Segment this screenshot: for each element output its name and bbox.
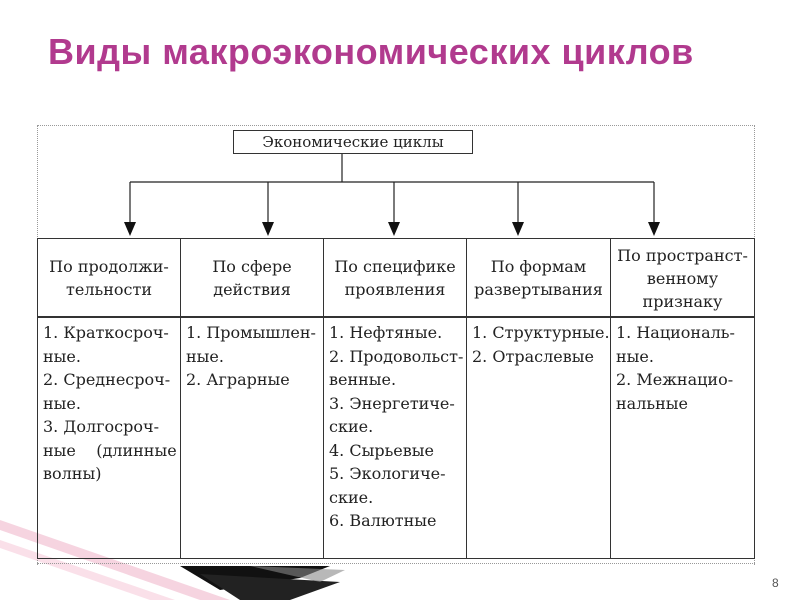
category-header-row: По продолжи- тельности По сфере действия… [37, 238, 755, 317]
frame-line [37, 563, 755, 564]
list-item: ные. [186, 346, 224, 366]
list-item: венные. [329, 370, 397, 389]
header-line: действия [213, 280, 291, 299]
header-line: проявления [344, 280, 446, 299]
header-line: По специфике [334, 257, 456, 276]
header-line: признаку [642, 291, 723, 311]
arrow-head-icon [262, 222, 274, 236]
list-item: ные. [43, 346, 81, 366]
grey-stripe [250, 566, 345, 582]
list-item: ные. [43, 393, 81, 413]
category-items: 1. Нефтяные. 2. Продовольст- венные. 3. … [324, 318, 467, 558]
list-item: 1. Националь- [616, 323, 735, 342]
list-item: 6. Валютные [329, 511, 437, 530]
arrow-head-icon [388, 222, 400, 236]
list-item: 2. Аграрные [186, 370, 290, 389]
list-item: 2. Отраслевые [472, 346, 594, 366]
list-item: ные (длинные [43, 440, 177, 460]
dark-stripe [200, 574, 340, 600]
header-line: развертывания [474, 280, 603, 299]
category-items-row: 1. Краткосроч- ные. 2. Среднесроч- ные. … [37, 316, 755, 559]
pink-stripe [0, 520, 230, 600]
list-item: волны) [43, 464, 102, 483]
header-line: По формам [490, 257, 587, 276]
category-items: 1. Структурные. 2. Отраслевые [467, 318, 611, 558]
connector-arrows [124, 154, 660, 236]
list-item: 2. Продовольст- [329, 346, 464, 366]
category-items: 1. Промышлен- ные. 2. Аграрные [181, 318, 324, 558]
list-item: нальные [616, 393, 688, 413]
slide-title: Виды макроэкономических циклов [48, 31, 694, 72]
economic-cycles-diagram: Экономические циклы По продолжи- тельнос… [37, 125, 755, 565]
category-header: По пространст- венному признаку [611, 239, 754, 317]
category-header: По специфике проявления [324, 239, 467, 317]
header-line: По продолжи- [49, 257, 169, 276]
list-item: ские. [329, 417, 374, 436]
category-header: По сфере действия [181, 239, 324, 317]
list-item: 3. Долгосроч- [43, 417, 159, 436]
list-item: 1. Краткосроч- [43, 323, 169, 342]
list-item: 1. Нефтяные. [329, 323, 443, 342]
category-header: По продолжи- тельности [38, 239, 181, 317]
list-item: ные. [616, 346, 654, 366]
list-item: 3. Энергетиче- [329, 393, 455, 413]
list-item: 1. Структурные. [472, 323, 610, 342]
list-item: ские. [329, 487, 374, 507]
list-item: 4. Сырьевые [329, 440, 434, 460]
page-number: 8 [772, 576, 779, 590]
frame-line [37, 125, 755, 126]
header-line: венному [646, 268, 719, 288]
header-line: тельности [66, 280, 152, 299]
list-item: 2. Среднесроч- [43, 370, 171, 389]
arrow-head-icon [648, 222, 660, 236]
list-item: 1. Промышлен- [186, 323, 316, 342]
list-item: 5. Экологиче- [329, 464, 446, 483]
list-item: 2. Межнацио- [616, 370, 734, 389]
pink-stripe [0, 540, 175, 600]
header-line: По пространст- [617, 245, 748, 265]
arrow-head-icon [512, 222, 524, 236]
category-items: 1. Националь- ные. 2. Межнацио- нальные [611, 318, 754, 558]
arrow-head-icon [124, 222, 136, 236]
category-items: 1. Краткосроч- ные. 2. Среднесроч- ные. … [38, 318, 181, 558]
category-header: По формам развертывания [467, 239, 611, 317]
root-box: Экономические циклы [233, 130, 473, 154]
header-line: По сфере [212, 257, 292, 276]
